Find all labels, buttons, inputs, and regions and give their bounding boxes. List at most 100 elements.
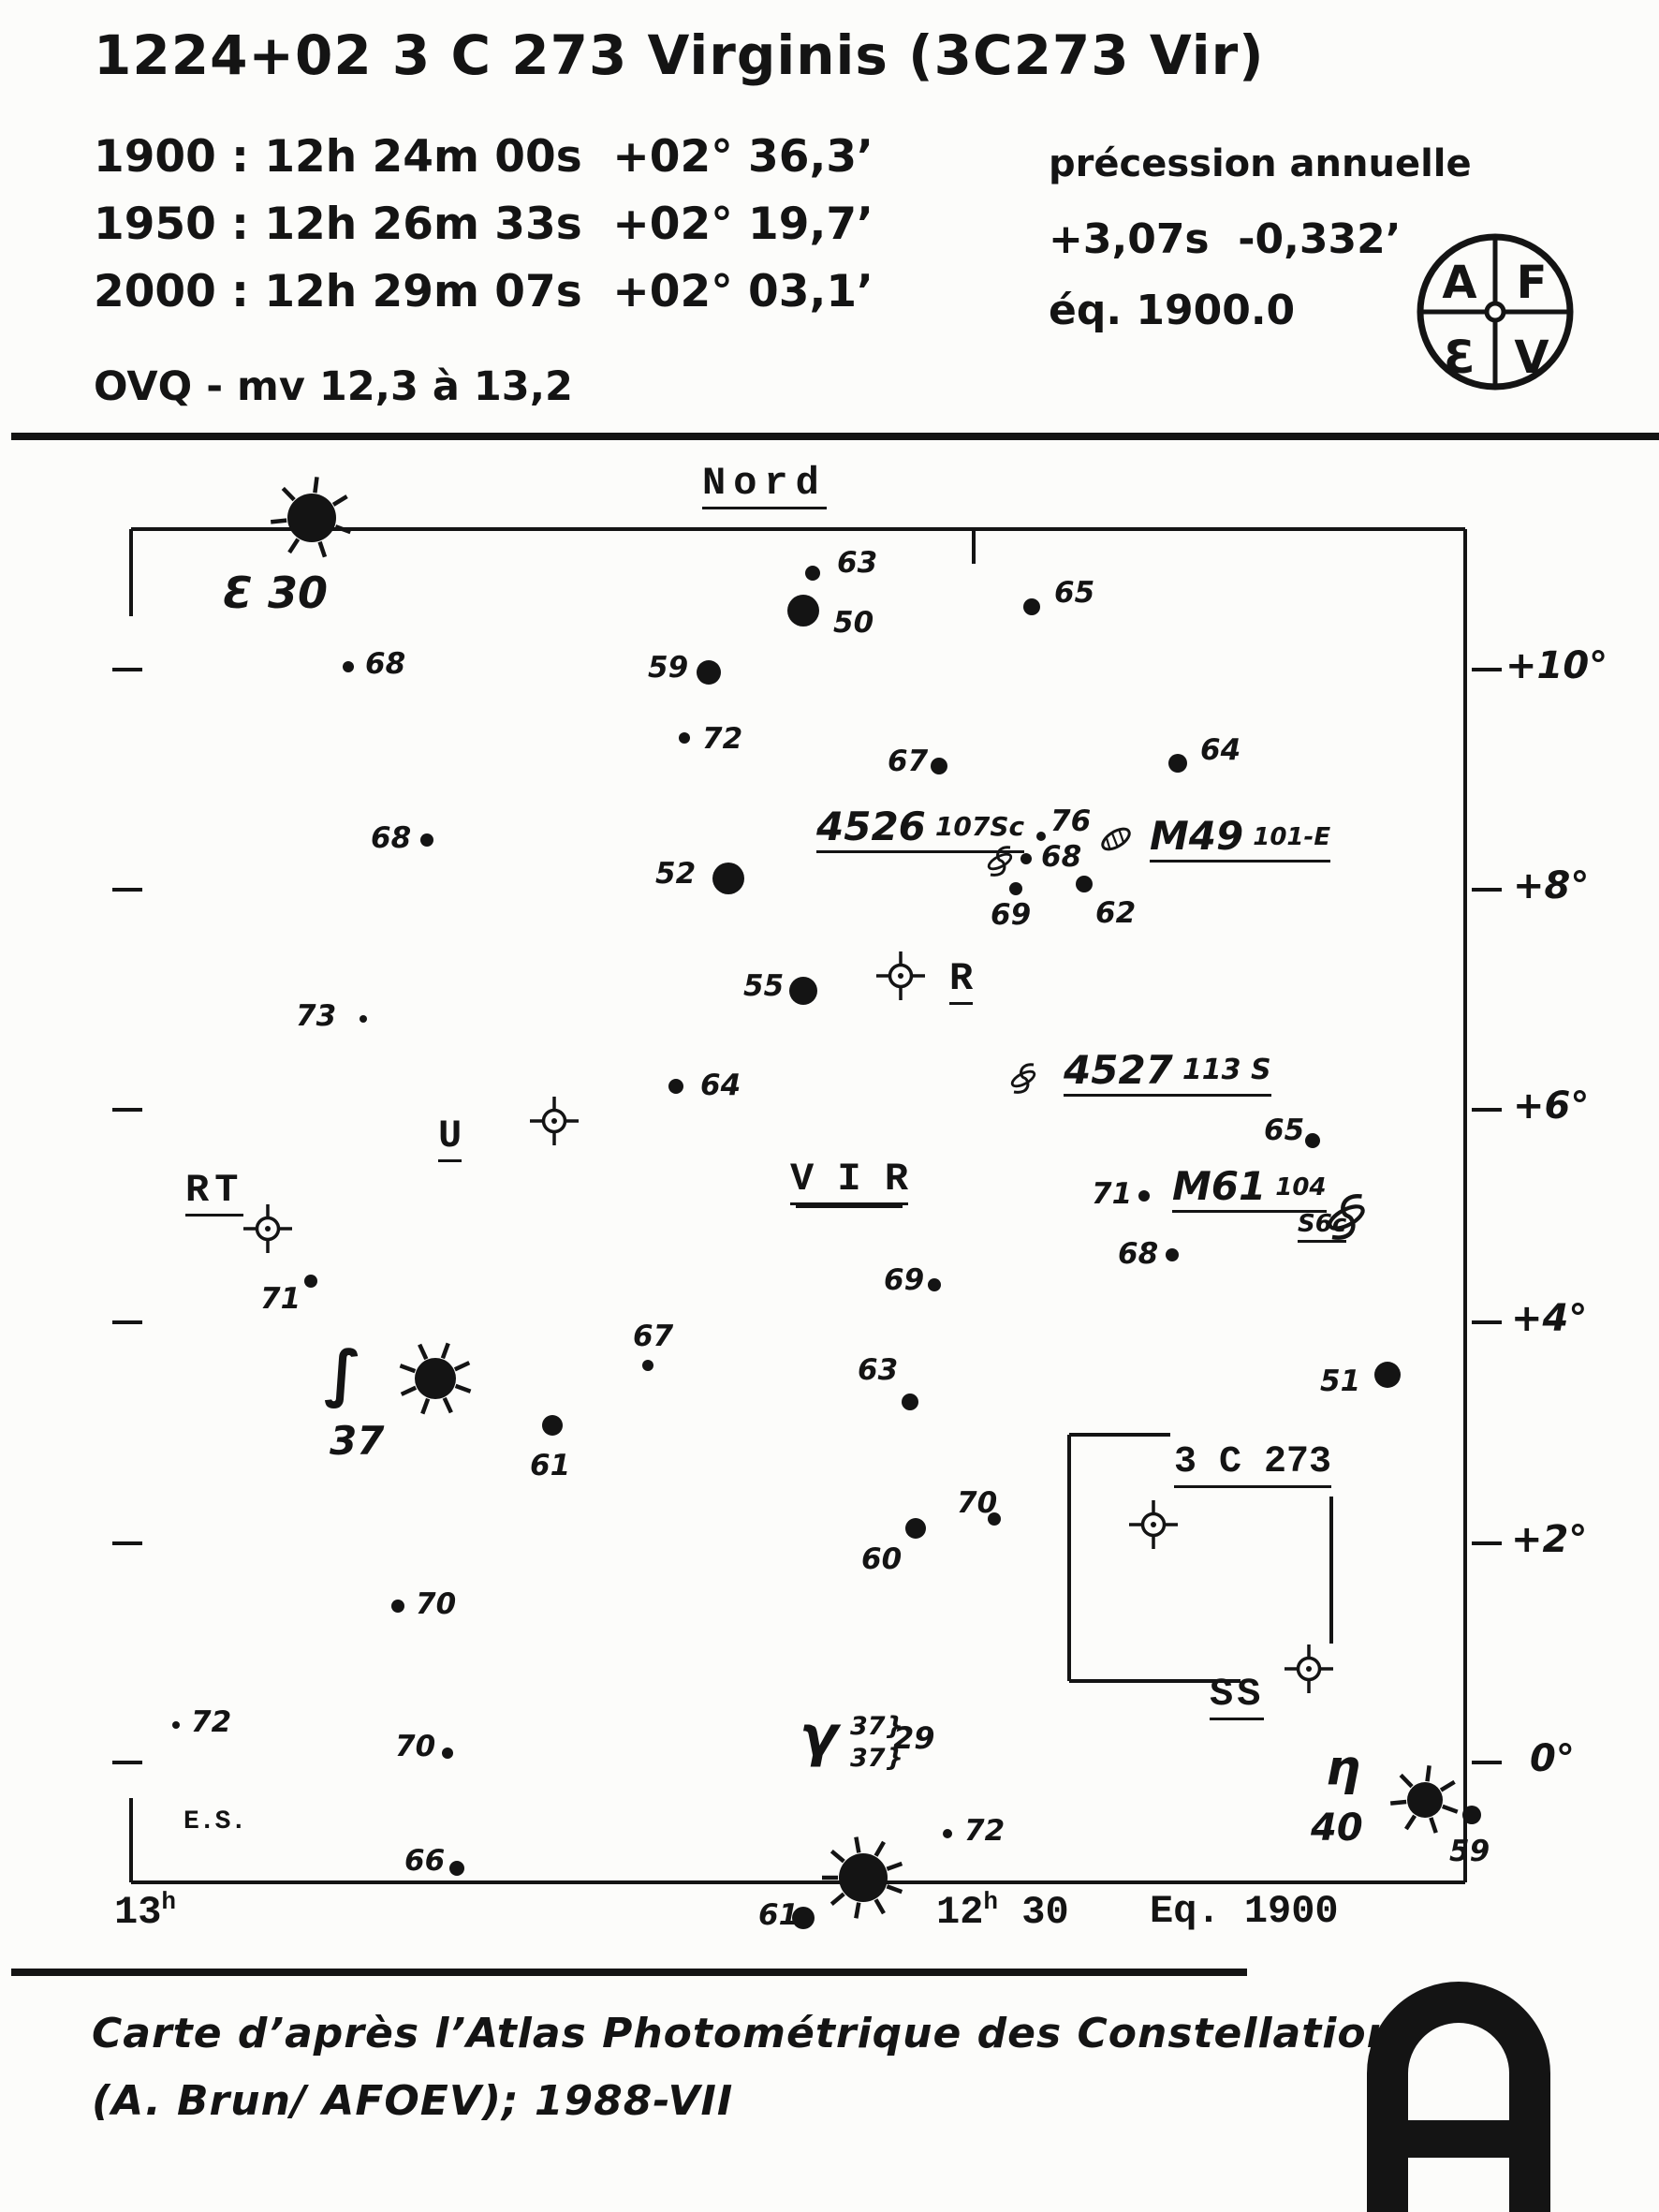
epsilon-30-label: Ɛ 30: [223, 568, 329, 618]
star-dot: [1168, 754, 1187, 773]
epoch-line-1950: 1950 : 12h 26m 33s +02° 19,7’: [94, 199, 874, 250]
var-rt-label: RT: [185, 1171, 244, 1217]
es-label: E.S.: [184, 1807, 247, 1836]
star-dot: [391, 1600, 404, 1613]
star-dot: [172, 1721, 180, 1729]
dec-tick-right: [1472, 888, 1502, 892]
quasar-label: 3 C 273: [1174, 1444, 1332, 1488]
integral-mark: ∫: [324, 1337, 362, 1409]
frame-line: [131, 527, 1465, 531]
equinox-note: éq. 1900.0: [1049, 287, 1296, 334]
star-dot: [1023, 598, 1040, 615]
star-magnitude-label: 55: [743, 969, 785, 1003]
star-dot: [642, 1360, 653, 1371]
variable-star-marker-u: [528, 1095, 580, 1151]
star-dot: [792, 1907, 815, 1929]
logo-letter-e: Ɛ: [1444, 332, 1475, 384]
star-37-label: 37: [330, 1418, 385, 1464]
star-magnitude-label: 59: [1449, 1835, 1490, 1868]
afoev-logo-icon: A F Ɛ V: [1417, 233, 1574, 391]
star-magnitude-label: 72: [702, 722, 743, 756]
star-dot: [805, 566, 820, 581]
dec-tick-right: [1472, 1320, 1502, 1324]
frame-line: [129, 529, 133, 616]
star-dot: [1305, 1133, 1320, 1148]
dec-tick-left: [112, 1541, 142, 1545]
gamma-37b-label: 37}: [850, 1744, 903, 1773]
epoch-line-2000: 2000 : 12h 29m 07s +02° 03,1’: [94, 266, 874, 317]
precession-value: +3,07s -0,332’: [1049, 215, 1402, 263]
eta-label: η: [1326, 1740, 1361, 1796]
star-magnitude-label: 76: [1050, 804, 1092, 838]
variable-star-marker-3c273: [1127, 1498, 1180, 1555]
afoev-a-letter-logo: [1367, 1982, 1550, 2212]
frame-line: [972, 529, 976, 564]
star-magnitude-label: 65: [1264, 1113, 1305, 1147]
star-dot: [712, 863, 744, 894]
epoch-line-1900: 1900 : 12h 24m 00s +02° 36,3’: [94, 131, 874, 183]
page-title: 1224+02 3 C 273 Virginis (3C273 Vir): [94, 23, 1265, 87]
dec-tick-label: +8°: [1513, 864, 1590, 907]
star-magnitude-label: 68: [371, 821, 412, 855]
star-dot: [931, 758, 947, 774]
hour-13-label: 13h: [114, 1888, 177, 1935]
frame-line: [131, 1880, 1465, 1884]
spiral-galaxy-icon-ngc4527: [1003, 1058, 1044, 1103]
dec-tick-left: [112, 1761, 142, 1764]
eta-40-label: 40: [1311, 1806, 1363, 1850]
gamma-37a-label: 37}: [850, 1712, 903, 1741]
star-magnitude-label: 64: [700, 1069, 741, 1102]
star-magnitude-label: 67: [888, 745, 929, 778]
bright-star-epsilon-vir: [269, 475, 355, 565]
object-type-magnitude: OVQ - mv 12,3 à 13,2: [94, 363, 573, 410]
star-magnitude-label: 60: [861, 1542, 903, 1576]
star-dot: [787, 595, 819, 627]
var-u-label: U: [438, 1116, 462, 1162]
star-dot: [1009, 882, 1022, 895]
star-magnitude-label: 70: [416, 1587, 457, 1621]
bright-star-eta-vir: [1388, 1763, 1461, 1840]
star-magnitude-label: 71: [1092, 1177, 1133, 1211]
star-magnitude-label: 68: [1118, 1237, 1159, 1271]
star-magnitude-label: 70: [957, 1486, 998, 1520]
frame-line: [129, 1798, 133, 1882]
dec-tick-left: [112, 888, 142, 892]
star-dot: [943, 1829, 952, 1838]
star-dot: [679, 732, 690, 744]
bright-star-37-vir: [396, 1339, 475, 1422]
dec-tick-right: [1472, 1761, 1502, 1764]
star-magnitude-label: 51: [1320, 1364, 1361, 1398]
dec-tick-right: [1472, 1108, 1502, 1112]
star-magnitude-label: 63: [858, 1353, 899, 1387]
dec-tick-label: +10°: [1505, 644, 1608, 687]
gamma-29-label: 29: [893, 1720, 935, 1756]
gamma-label: γ: [800, 1703, 838, 1769]
star-dot: [1166, 1248, 1179, 1261]
dec-tick-right: [1472, 668, 1502, 671]
var-r-label: R: [949, 959, 974, 1005]
star-dot: [1020, 853, 1032, 864]
dec-tick-label: +6°: [1513, 1084, 1590, 1128]
star-dot: [988, 1512, 1001, 1526]
logo-letter-a: A: [1442, 257, 1476, 309]
star-dot: [1462, 1806, 1481, 1824]
star-magnitude-label: 64: [1200, 733, 1241, 767]
elliptical-galaxy-icon-m49: [1090, 818, 1142, 863]
star-magnitude-label: 65: [1054, 576, 1095, 610]
star-magnitude-label: 67: [633, 1320, 674, 1353]
star-dot: [789, 977, 817, 1005]
star-dot: [697, 660, 721, 685]
star-magnitude-label: 61: [530, 1449, 571, 1482]
bright-star-gamma-vir: [820, 1835, 906, 1924]
constellation-label: V I R: [790, 1159, 909, 1205]
galaxy-label-s6c: S6c: [1298, 1212, 1347, 1243]
header-divider: [11, 433, 1659, 440]
star-dot: [1374, 1362, 1401, 1388]
logo-letter-v: V: [1514, 332, 1549, 384]
dec-tick-label: 0°: [1530, 1737, 1575, 1780]
star-magnitude-label: 72: [964, 1814, 1006, 1848]
